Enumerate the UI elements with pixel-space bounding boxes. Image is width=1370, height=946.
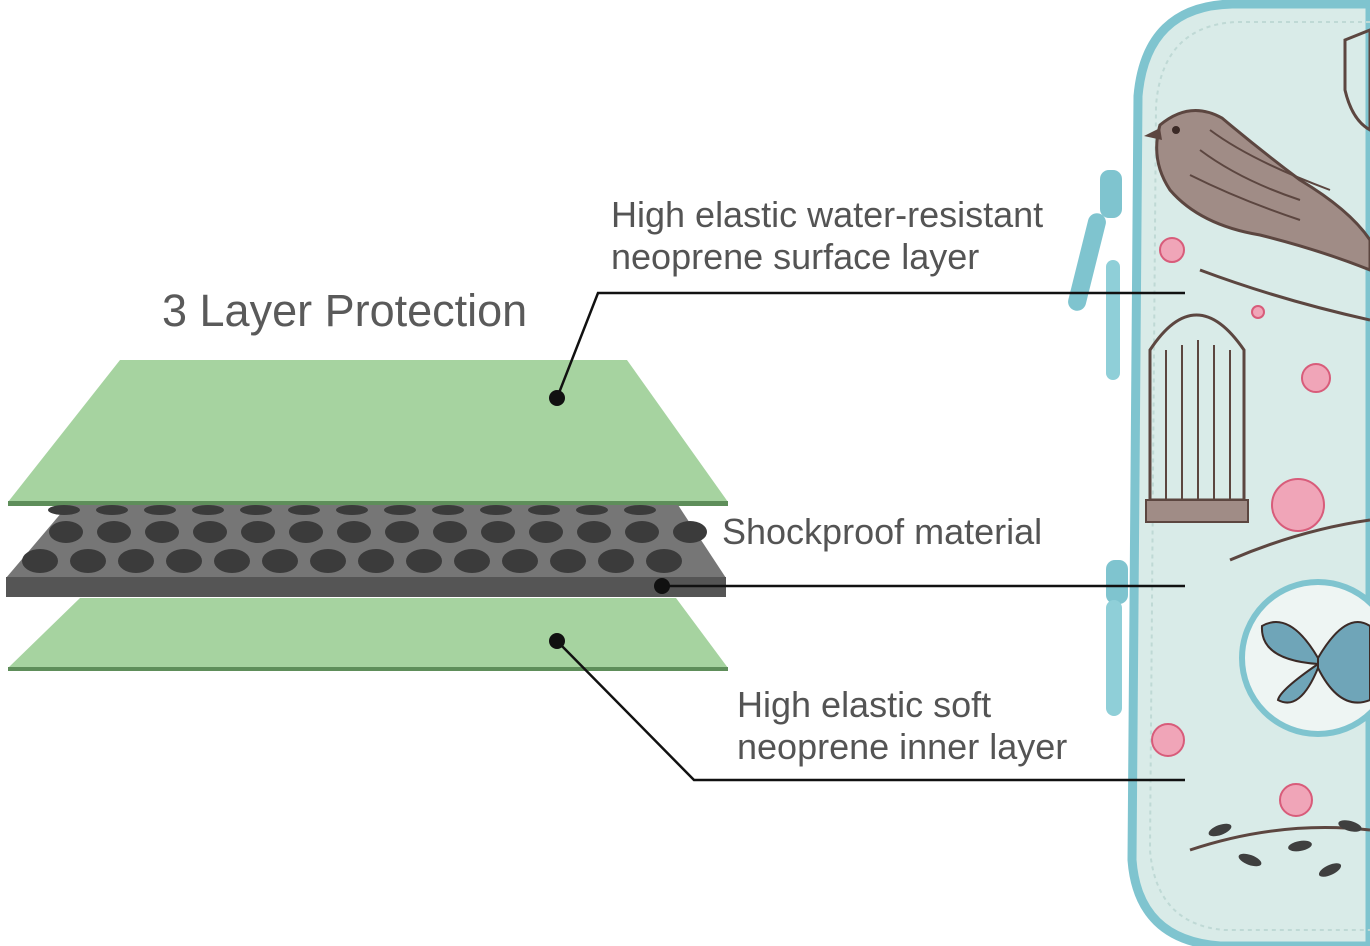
shockproof-dot [550,549,586,573]
flower-icons [1151,237,1331,817]
shockproof-layer-callout: Shockproof material [722,511,1042,553]
shockproof-dot [502,549,538,573]
surface-callout-dot [549,390,565,406]
shockproof-dot [241,521,275,543]
inner-layer-callout-line1: High elastic soft [737,684,992,725]
inner-layer-shape [8,598,728,668]
butterfly-medallion-icon [1239,579,1370,737]
shockproof-dot [385,521,419,543]
shockproof-dot [337,521,371,543]
shockproof-dot [433,521,467,543]
shockproof-dot [288,505,320,515]
shockproof-dot [598,549,634,573]
shockproof-dot [673,521,707,543]
shockproof-dot [22,549,58,573]
shockproof-dot [240,505,272,515]
shockproof-layer-side [6,577,726,597]
surface-callout-line [555,291,1185,399]
shockproof-dot [336,505,368,515]
shockproof-dot [454,549,490,573]
zipper-pull-top-icon [1068,170,1122,380]
surface-layer-shape [8,360,728,502]
shockproof-dot [406,549,442,573]
inner-callout-line [556,640,1185,782]
diagram-heading: 3 Layer Protection [162,285,528,336]
layer-stack [6,360,728,671]
shockproof-dot [646,549,682,573]
shockproof-dot [145,521,179,543]
shockproof-dot [529,521,563,543]
inner-layer-callout-line2: neoprene inner layer [737,726,1068,768]
shockproof-dot [358,549,394,573]
inner-callout-dot [549,633,565,649]
shockproof-dot [96,505,128,515]
shockproof-callout-dot [654,578,670,594]
shockproof-dot [624,505,656,515]
shockproof-dot [97,521,131,543]
surface-layer-callout: High elastic water-resistant neoprene su… [611,194,1043,279]
shockproof-dot [576,505,608,515]
shockproof-dot [144,505,176,515]
shockproof-dot [49,521,83,543]
shockproof-dot [481,521,515,543]
inner-layer-edge [8,667,728,671]
zipper-pull-bottom-icon [1106,560,1128,716]
balloon-icon [1343,28,1370,132]
shockproof-dot [48,505,80,515]
callout-dots [549,390,670,649]
shockproof-layer-callout-line1: Shockproof material [722,511,1043,552]
shockproof-dot [70,549,106,573]
shockproof-dot [214,549,250,573]
shockproof-dot [289,521,323,543]
shockproof-dot [384,505,416,515]
callout-lines [555,291,1185,782]
shockproof-dot [193,521,227,543]
surface-layer-edge [8,501,728,506]
shockproof-dot [577,521,611,543]
shockproof-dot [166,549,202,573]
shockproof-dot [480,505,512,515]
shockproof-dot [118,549,154,573]
shockproof-dot-pattern [22,505,707,573]
shockproof-dot [528,505,560,515]
surface-layer-callout-line2: neoprene surface layer [611,236,980,278]
shockproof-dot [192,505,224,515]
shockproof-dot [432,505,464,515]
leaf-icons [1208,820,1362,877]
sleeve-illustration [1068,0,1370,946]
shockproof-dot [625,521,659,543]
inner-layer-callout: High elastic soft neoprene inner layer [737,684,1067,769]
birdcage-icon [1145,313,1249,523]
surface-layer-callout-line1: High elastic water-resistant [611,194,1044,235]
shockproof-dot [310,549,346,573]
shockproof-dot [262,549,298,573]
